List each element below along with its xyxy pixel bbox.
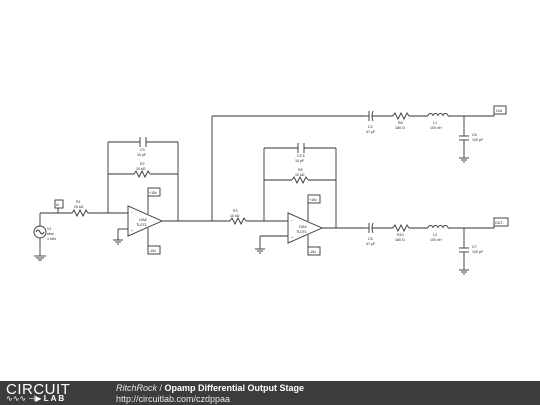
- capacitor-c4[interactable]: C4 47 µF: [366, 110, 393, 134]
- vplus-tag-1[interactable]: +15v: [147, 187, 161, 197]
- outn-tag-label: OUT-: [495, 221, 504, 225]
- resistor-r10-name: R10: [397, 233, 404, 237]
- resistor-r5[interactable]: R5 10 kΩ: [291, 168, 309, 185]
- capacitor-c2-5[interactable]: C2.5 10 pF: [295, 143, 305, 163]
- ground-symbol-icon: [113, 239, 123, 245]
- vplus-tag-label: +15v: [309, 198, 317, 202]
- inverting-input-sign: −: [131, 211, 133, 215]
- source-amplitude: sine: [47, 232, 54, 236]
- capacitor-c4-name: C4: [368, 125, 373, 129]
- opamp-oa9[interactable]: − + OA9 TL071: [287, 212, 324, 244]
- resistor-r8-name: R8: [398, 121, 403, 125]
- circuit-title: Opamp Differential Output Stage: [164, 383, 305, 393]
- inductor-l1-name: L1: [433, 121, 437, 125]
- inductor-l1-value: 100 nH: [430, 126, 442, 130]
- opamp-oa9-model: TL071: [296, 230, 307, 234]
- resistor-r10[interactable]: R10 180 Ω: [392, 223, 410, 242]
- resistor-r2-name: R2: [140, 162, 145, 166]
- resistor-r5-name: R5: [298, 168, 303, 172]
- outn-net-tag[interactable]: OUT-: [493, 217, 509, 227]
- vminus-tag-1[interactable]: -15v: [147, 245, 161, 255]
- resistor-r3-name: R3: [233, 209, 238, 213]
- voltage-source-v1[interactable]: V1 sine 1 kHz: [33, 213, 56, 256]
- resistor-r10-value: 180 Ω: [395, 238, 405, 242]
- capacitor-c6[interactable]: C6 100 pF: [459, 133, 484, 142]
- logo-lab-text: LAB: [43, 394, 67, 403]
- in-tag-label: In: [56, 203, 59, 207]
- capacitor-c6-value: 100 pF: [472, 138, 484, 142]
- vminus-tag-label: -15v: [149, 249, 156, 253]
- ground-symbol-icon: [255, 248, 265, 254]
- vminus-tag-2[interactable]: -15v: [307, 246, 321, 256]
- capacitor-c5-name: C5: [368, 237, 373, 241]
- vplus-tag-label: +15v: [149, 191, 157, 195]
- resistor-r1[interactable]: R1 20 kΩ: [71, 200, 89, 218]
- resistor-r8-value: 180 Ω: [395, 126, 405, 130]
- circuit-url-link[interactable]: http://circuitlab.com/czdppaa: [116, 394, 231, 404]
- capacitor-c5-value: 47 µF: [366, 242, 376, 246]
- author-link[interactable]: RitchRock: [116, 383, 158, 393]
- resistor-r3[interactable]: R3 10 kΩ: [229, 209, 247, 226]
- inductor-l2-name: L2: [433, 233, 437, 237]
- out-tag-label: Out: [496, 109, 502, 113]
- credit-separator: /: [157, 383, 165, 393]
- source-frequency: 1 kHz: [47, 237, 56, 241]
- resistor-r3-value: 10 kΩ: [230, 214, 240, 218]
- resistor-r8[interactable]: R8 180 Ω: [392, 111, 410, 130]
- capacitor-c2-5-name: C2.5: [297, 154, 305, 158]
- logo-wave-icon: ∿∿∿ ⊣▶: [6, 394, 42, 403]
- capacitor-c3[interactable]: C3 10 pF: [137, 137, 147, 157]
- capacitor-c6-name: C6: [472, 133, 477, 137]
- noninverting-input-sign: +: [291, 236, 293, 240]
- opamp-oa9-name: OA9: [299, 225, 307, 229]
- resistor-r1-value: 20 kΩ: [74, 205, 84, 209]
- vminus-tag-label: -15v: [309, 250, 316, 254]
- capacitor-c3-name: C3: [140, 148, 145, 152]
- schematic-canvas[interactable]: V1 sine 1 kHz In R1 20 kΩ C: [0, 0, 540, 381]
- in-net-tag[interactable]: In: [54, 199, 64, 209]
- resistor-r2[interactable]: R2 10 kΩ: [133, 162, 151, 179]
- out-net-tag[interactable]: Out: [493, 105, 507, 115]
- inverting-input-sign: −: [291, 219, 293, 223]
- capacitor-c7-value: 100 pF: [472, 250, 484, 254]
- opamp-oa8-name: OA8: [139, 218, 147, 222]
- inductor-l1[interactable]: L1 100 nH: [427, 113, 449, 131]
- capacitor-c4-value: 47 µF: [366, 130, 376, 134]
- ground-symbol-icon: [459, 269, 469, 275]
- capacitor-c7[interactable]: C7 100 pF: [459, 245, 484, 254]
- credit-line: RitchRock / Opamp Differential Output St…: [116, 383, 304, 394]
- opamp-oa8[interactable]: − + OA8 TL071: [127, 205, 164, 237]
- opamp-oa8-model: TL071: [136, 223, 147, 227]
- footer-bar: CIRCUIT ∿∿∿ ⊣▶ LAB RitchRock / Opamp Dif…: [0, 381, 540, 405]
- capacitor-c3-value: 10 pF: [137, 153, 147, 157]
- resistor-r5-value: 10 kΩ: [295, 173, 305, 177]
- circuitlab-logo[interactable]: CIRCUIT: [6, 381, 71, 398]
- source-name: V1: [47, 227, 51, 231]
- inductor-l2-value: 100 nH: [430, 238, 442, 242]
- capacitor-c2-5-value: 10 pF: [295, 159, 305, 163]
- vplus-tag-2[interactable]: +15v: [307, 194, 321, 204]
- resistor-r2-value: 10 kΩ: [136, 167, 146, 171]
- ground-symbol-icon: [34, 255, 46, 261]
- inductor-l2[interactable]: L2 100 nH: [427, 225, 449, 242]
- resistor-r1-name: R1: [76, 200, 81, 204]
- circuitlab-logo-sub: ∿∿∿ ⊣▶ LAB: [6, 394, 66, 404]
- noninverting-input-sign: +: [131, 229, 133, 233]
- capacitor-c5[interactable]: C5 47 µF: [366, 222, 393, 246]
- capacitor-c7-name: C7: [472, 245, 477, 249]
- ground-symbol-icon: [459, 157, 469, 163]
- sine-glyph-icon: [35, 229, 45, 235]
